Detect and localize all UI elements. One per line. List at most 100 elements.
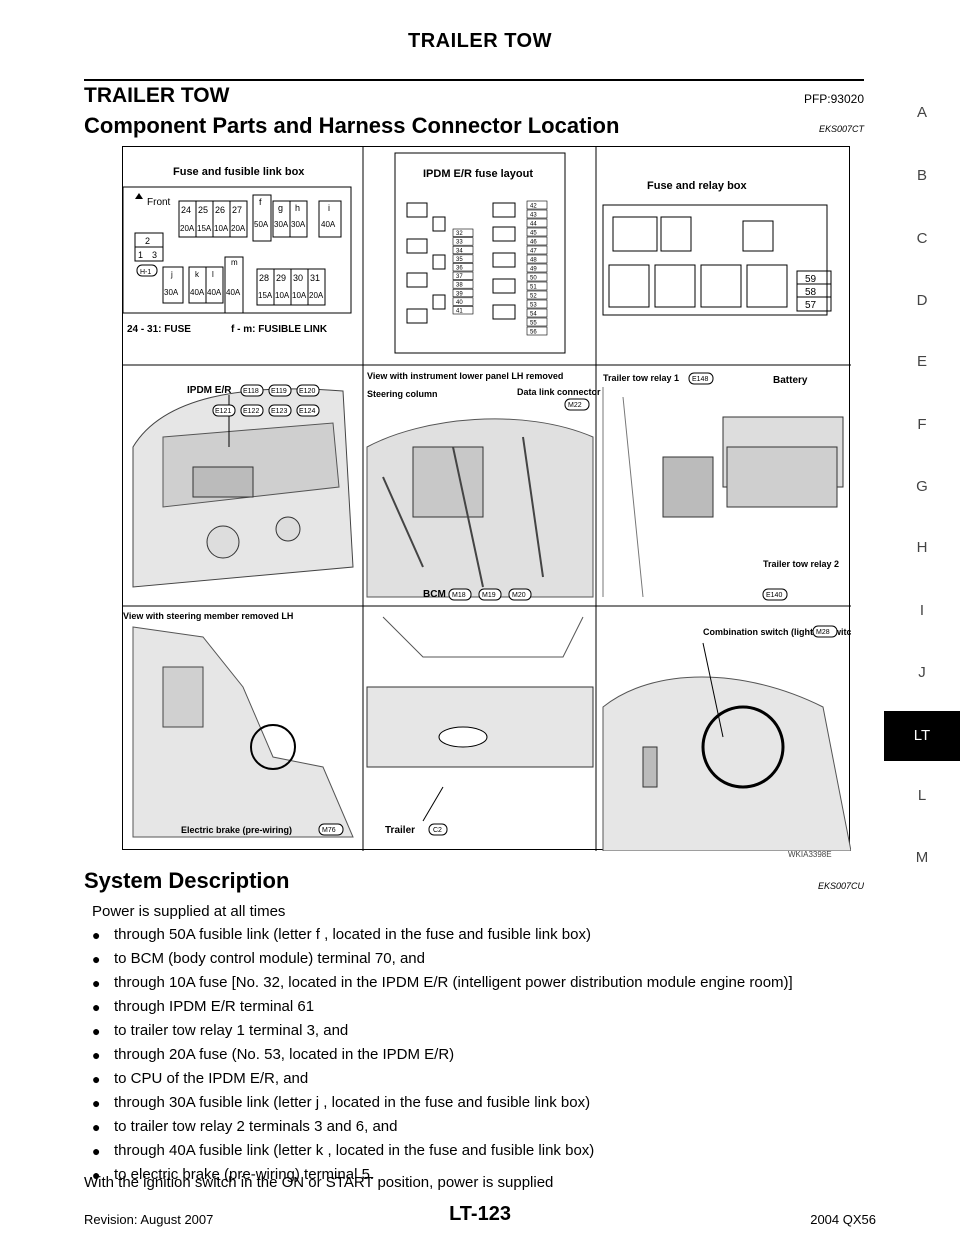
fuse-num-29: 29: [276, 273, 286, 283]
fuse-num-27: 27: [232, 205, 242, 215]
connector-e140: E140: [766, 592, 782, 599]
combination-switch-label: Combination switch (lighting switch): [703, 627, 851, 637]
bullet-icon: ●: [92, 999, 101, 1015]
list-item: ●through 40A fusible link (letter k , lo…: [92, 1142, 595, 1159]
power-supply-list: ●through 50A fusible link (letter f , lo…: [92, 926, 872, 1190]
ipdm-fuse-slot: [526, 227, 548, 237]
index-tab-g[interactable]: G: [916, 478, 928, 495]
small-block-1: 1: [138, 250, 143, 260]
connector-e120: E120: [299, 388, 315, 395]
ipdm-fuse-slot: [452, 228, 474, 237]
link-amp-i: 40A: [321, 220, 336, 229]
ipdm-fuse-number: 47: [530, 249, 537, 255]
electric-brake-label: Electric brake (pre-wiring): [181, 825, 292, 835]
ipdm-fuse-number: 40: [456, 300, 463, 306]
index-tab-j[interactable]: J: [918, 664, 926, 681]
index-tab-lt-active[interactable]: LT: [884, 711, 960, 761]
index-tab-a[interactable]: A: [916, 104, 927, 121]
ipdm-fuse-slot: [452, 306, 474, 315]
fuse-num-24: 24: [181, 205, 191, 215]
fuse-row-bottom: 28 29 30 31 15A 10A 10A 20A: [256, 268, 326, 306]
ipdm-fuse-number: 35: [456, 257, 463, 263]
link-amp-f: 50A: [254, 220, 269, 229]
ipdm-fuse-slot: [526, 299, 548, 309]
ipdm-fuse-slot: [526, 326, 548, 336]
fuse-amp-24: 20A: [180, 224, 195, 233]
legend-fusible-link: f - m: FUSIBLE LINK: [231, 324, 328, 335]
link-g: g: [278, 203, 283, 213]
trailer-relay-panel: Trailer tow relay 1 E148 Battery Trailer…: [602, 372, 844, 601]
section-title: TRAILER TOW: [84, 84, 230, 107]
link-amp-m: 40A: [226, 288, 241, 297]
figure-code: WKIA3398E: [788, 850, 832, 859]
fuse-link-box-panel: Fuse and fusible link box Front 24 25 26…: [122, 166, 352, 335]
bullet-icon: ●: [92, 1143, 101, 1159]
ipdm-fuse-slot: [452, 288, 474, 298]
front-label: Front: [147, 197, 171, 208]
relay1-label: Trailer tow relay 1: [603, 373, 679, 383]
connector-e123: E123: [271, 408, 287, 415]
ipdm-fuse-slot: [452, 245, 474, 255]
index-tab-b[interactable]: B: [916, 167, 927, 184]
connector-e148: E148: [692, 376, 708, 383]
system-description-intro: Power is supplied at all times: [92, 903, 286, 920]
combination-switch-panel: Combination switch (lighting switch) M28: [602, 625, 860, 852]
link-m: m: [231, 258, 238, 267]
index-tab-i[interactable]: I: [919, 602, 925, 619]
fuse-relay-box-panel: Fuse and relay box 59 58 57: [602, 180, 832, 316]
link-amp-k: 40A: [190, 288, 205, 297]
relay-slot-58: 58: [805, 287, 817, 298]
index-tab-d[interactable]: D: [916, 292, 928, 309]
connector-e124: E124: [299, 408, 315, 415]
list-item: ●through 30A fusible link (letter j , lo…: [92, 1094, 591, 1111]
fuse-amp-26: 10A: [214, 224, 229, 233]
bullet-icon: ●: [92, 951, 101, 967]
system-description-closing: With the ignition switch in the ON or ST…: [84, 1174, 554, 1191]
connector-m20: M20: [512, 592, 526, 599]
ipdm-fuse-number: 49: [530, 267, 537, 273]
connector-h1: H-1: [140, 269, 151, 276]
ipdm-fuse-slot: [526, 317, 548, 327]
link-h: h: [295, 203, 300, 213]
connector-e119: E119: [271, 388, 287, 395]
ipdm-fuse-number: 44: [530, 222, 537, 228]
connector-c2: C2: [433, 827, 442, 834]
ipdm-fuse-number: 55: [530, 321, 537, 327]
ipdm-relay-blocks: [406, 202, 516, 324]
ipdm-fuse-slot: [452, 280, 474, 289]
fuse-amp-31: 20A: [309, 291, 324, 300]
list-item: ●through 50A fusible link (letter f , lo…: [92, 926, 591, 943]
index-tab-l[interactable]: L: [917, 787, 927, 804]
list-item: ●to BCM (body control module) terminal 7…: [92, 950, 425, 967]
index-tab-m[interactable]: M: [915, 849, 929, 866]
index-tab-e[interactable]: E: [916, 353, 927, 370]
connector-m18: M18: [452, 592, 466, 599]
index-tab-h[interactable]: H: [916, 539, 928, 556]
index-tab-f[interactable]: F: [917, 416, 927, 433]
fuse-amp-29: 10A: [275, 291, 290, 300]
ipdm-fuse-number: 36: [456, 266, 463, 272]
fuse-row-top: 24 25 26 27 20A 15A 10A 20A: [178, 200, 248, 238]
ipdm-fuse-slot: [452, 297, 474, 306]
component-location-figure: Fuse and fusible link box Front 24 25 26…: [122, 146, 860, 852]
ipdm-fuse-slot: [452, 254, 474, 263]
ipdm-fuse-number: 54: [530, 312, 537, 318]
ipdm-fuse-layout-panel: IPDM E/R fuse layout 3233343536373839404…: [394, 152, 566, 354]
link-i: i: [328, 203, 330, 213]
data-link-label: Data link connector: [517, 387, 601, 397]
legend-fuse: 24 - 31: FUSE: [127, 324, 191, 335]
header-divider: [84, 79, 864, 81]
index-tab-c[interactable]: C: [916, 230, 928, 247]
page-header-title: TRAILER TOW: [407, 30, 552, 52]
footer-model: 2004 QX56: [810, 1212, 876, 1227]
ipdm-fuse-slot: [526, 308, 548, 318]
fuse-num-25: 25: [198, 205, 208, 215]
fuse-amp-27: 20A: [231, 224, 246, 233]
ipdm-fuse-number: 42: [530, 204, 537, 210]
ipdm-fuse-number: 33: [456, 240, 463, 246]
link-row-top: f g h i 50A 30A 30A 40A: [252, 194, 342, 242]
ipdm-fuse-number: 46: [530, 240, 537, 246]
ipdm-fuse-slot: [452, 237, 474, 246]
ipdm-fuse-slot: [526, 263, 548, 273]
